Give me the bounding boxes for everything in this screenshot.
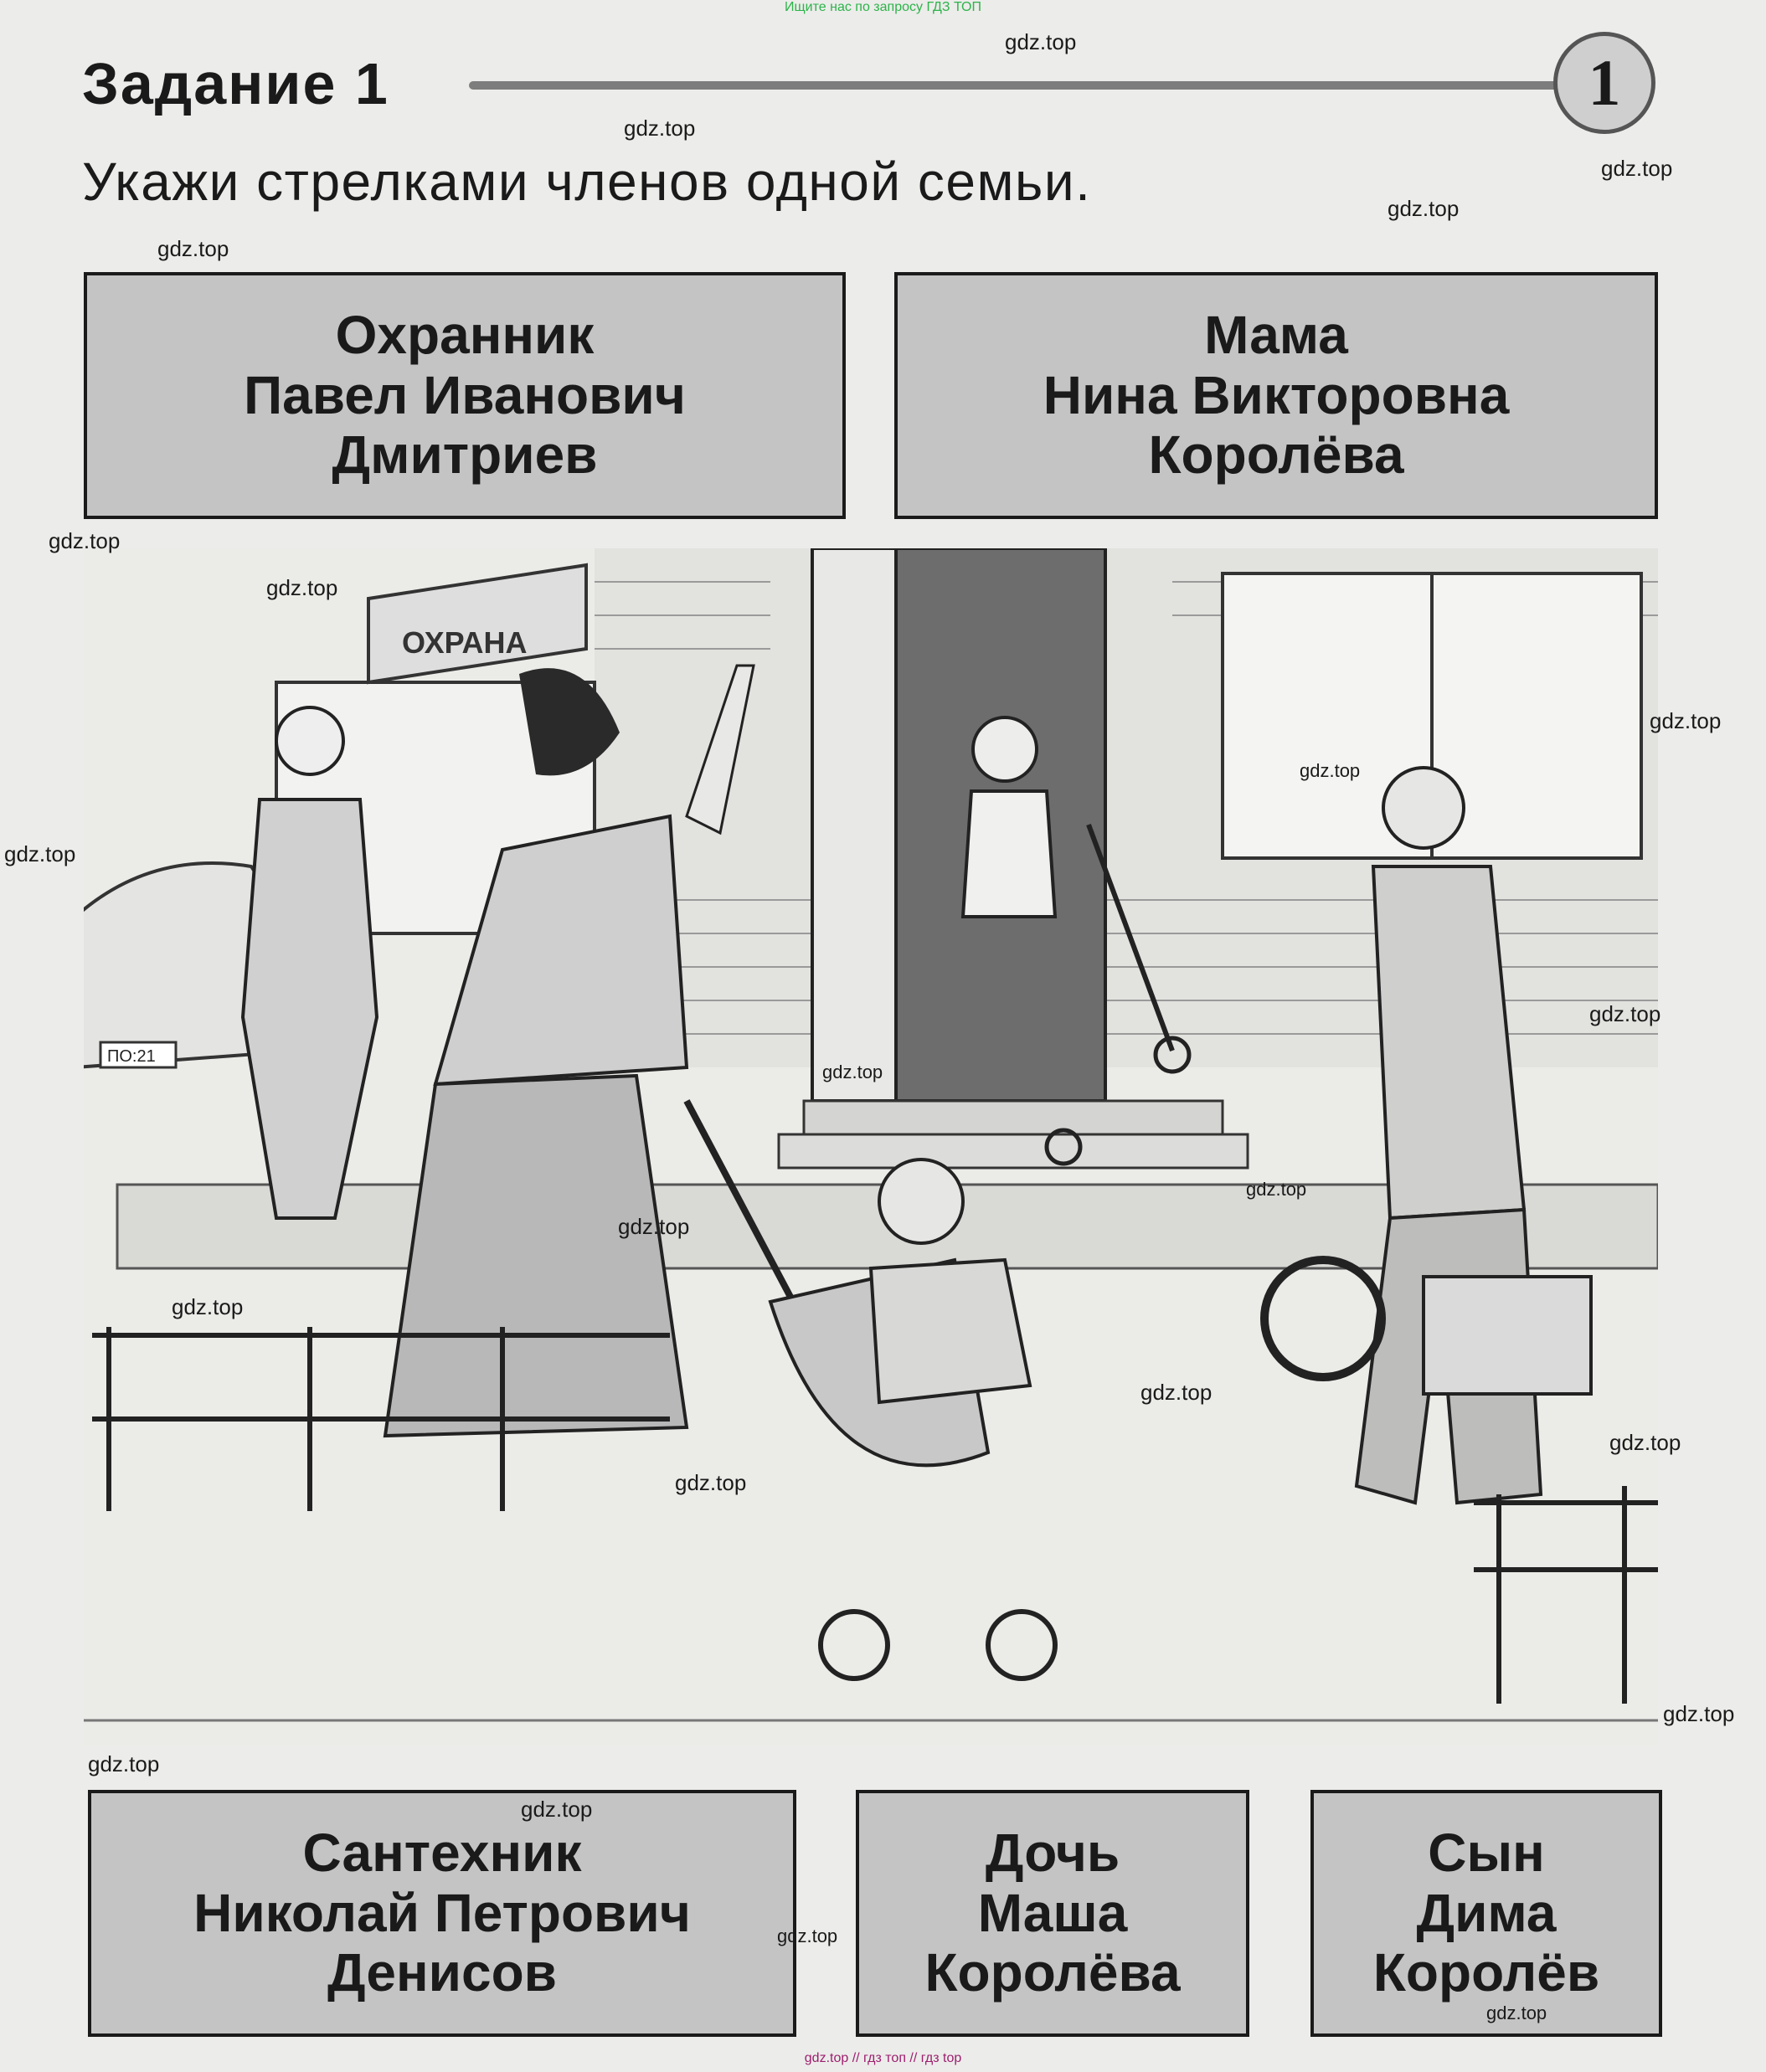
watermark: gdz.top [1609,1430,1681,1455]
watermark: gdz.top [1650,708,1722,733]
card-mother-role: Мама [1204,304,1348,365]
top-banner: Ищите нас по запросу ГДЗ ТОП [785,0,981,14]
page-number-badge: 1 [1553,32,1655,134]
watermark: gdz.top [1140,1380,1213,1405]
card-mother[interactable]: Мама Нина Викторовна Королёва [894,272,1658,519]
card-guard-role: Охранник [335,304,595,365]
watermark: gdz.top [521,1797,593,1822]
watermark: gdz.top [624,116,696,141]
card-plumber-name: Николай Петрович [193,1882,691,1943]
watermark: gdz.top [172,1294,244,1319]
family-illustration: ОХРАНА ПО:21 [84,548,1658,1746]
watermark: gdz.top [157,236,229,261]
watermark: gdz.top [675,1470,747,1495]
card-daughter-surname: Королёва [924,1942,1181,2003]
watermark: gdz.top [1663,1701,1735,1726]
card-son-name: Дима [1416,1882,1557,1943]
watermark: gdz.top [88,1751,160,1776]
card-mother-name: Нина Викторовна [1043,364,1510,425]
card-son-role: Сын [1428,1822,1545,1883]
card-plumber[interactable]: Сантехник Николай Петрович Денисов [88,1790,796,2037]
task-instruction: Укажи стрелками членов одной семьи. [82,152,1092,212]
card-daughter-name: Маша [977,1882,1128,1943]
card-son[interactable]: Сын Дима Королёв [1310,1790,1662,2037]
watermark: gdz.top [777,1925,838,1946]
watermark: gdz.top [266,575,338,600]
task-title: Задание 1 [82,51,389,116]
watermark: gdz.top [1601,156,1673,181]
watermark: gdz.top [49,528,121,553]
watermark: gdz.top [1388,196,1460,221]
title-rule [469,81,1583,90]
watermark: gdz.top [1486,2003,1547,2023]
card-plumber-role: Сантехник [302,1822,582,1883]
watermark: gdz.top [1246,1179,1307,1200]
watermark: gdz.top [1005,29,1077,54]
card-mother-surname: Королёва [1148,424,1404,486]
card-guard-surname: Дмитриев [332,424,598,486]
watermark: gdz.top [822,1062,883,1082]
kiosk-sign: ОХРАНА [402,625,527,660]
watermark: gdz.top [4,841,76,866]
card-guard-name: Павел Иванович [244,364,686,425]
card-son-surname: Королёв [1372,1942,1600,2003]
watermark: gdz.top [1589,1001,1661,1026]
watermark: gdz.top [618,1214,690,1239]
car-plate: ПО:21 [107,1047,156,1066]
footer-watermark: gdz.top // гдз топ // гдз top [804,2051,962,2065]
card-daughter-role: Дочь [985,1822,1120,1883]
card-guard[interactable]: Охранник Павел Иванович Дмитриев [84,272,846,519]
card-daughter[interactable]: Дочь Маша Королёва [856,1790,1249,2037]
watermark: gdz.top [1300,760,1361,781]
card-plumber-surname: Денисов [327,1942,557,2003]
